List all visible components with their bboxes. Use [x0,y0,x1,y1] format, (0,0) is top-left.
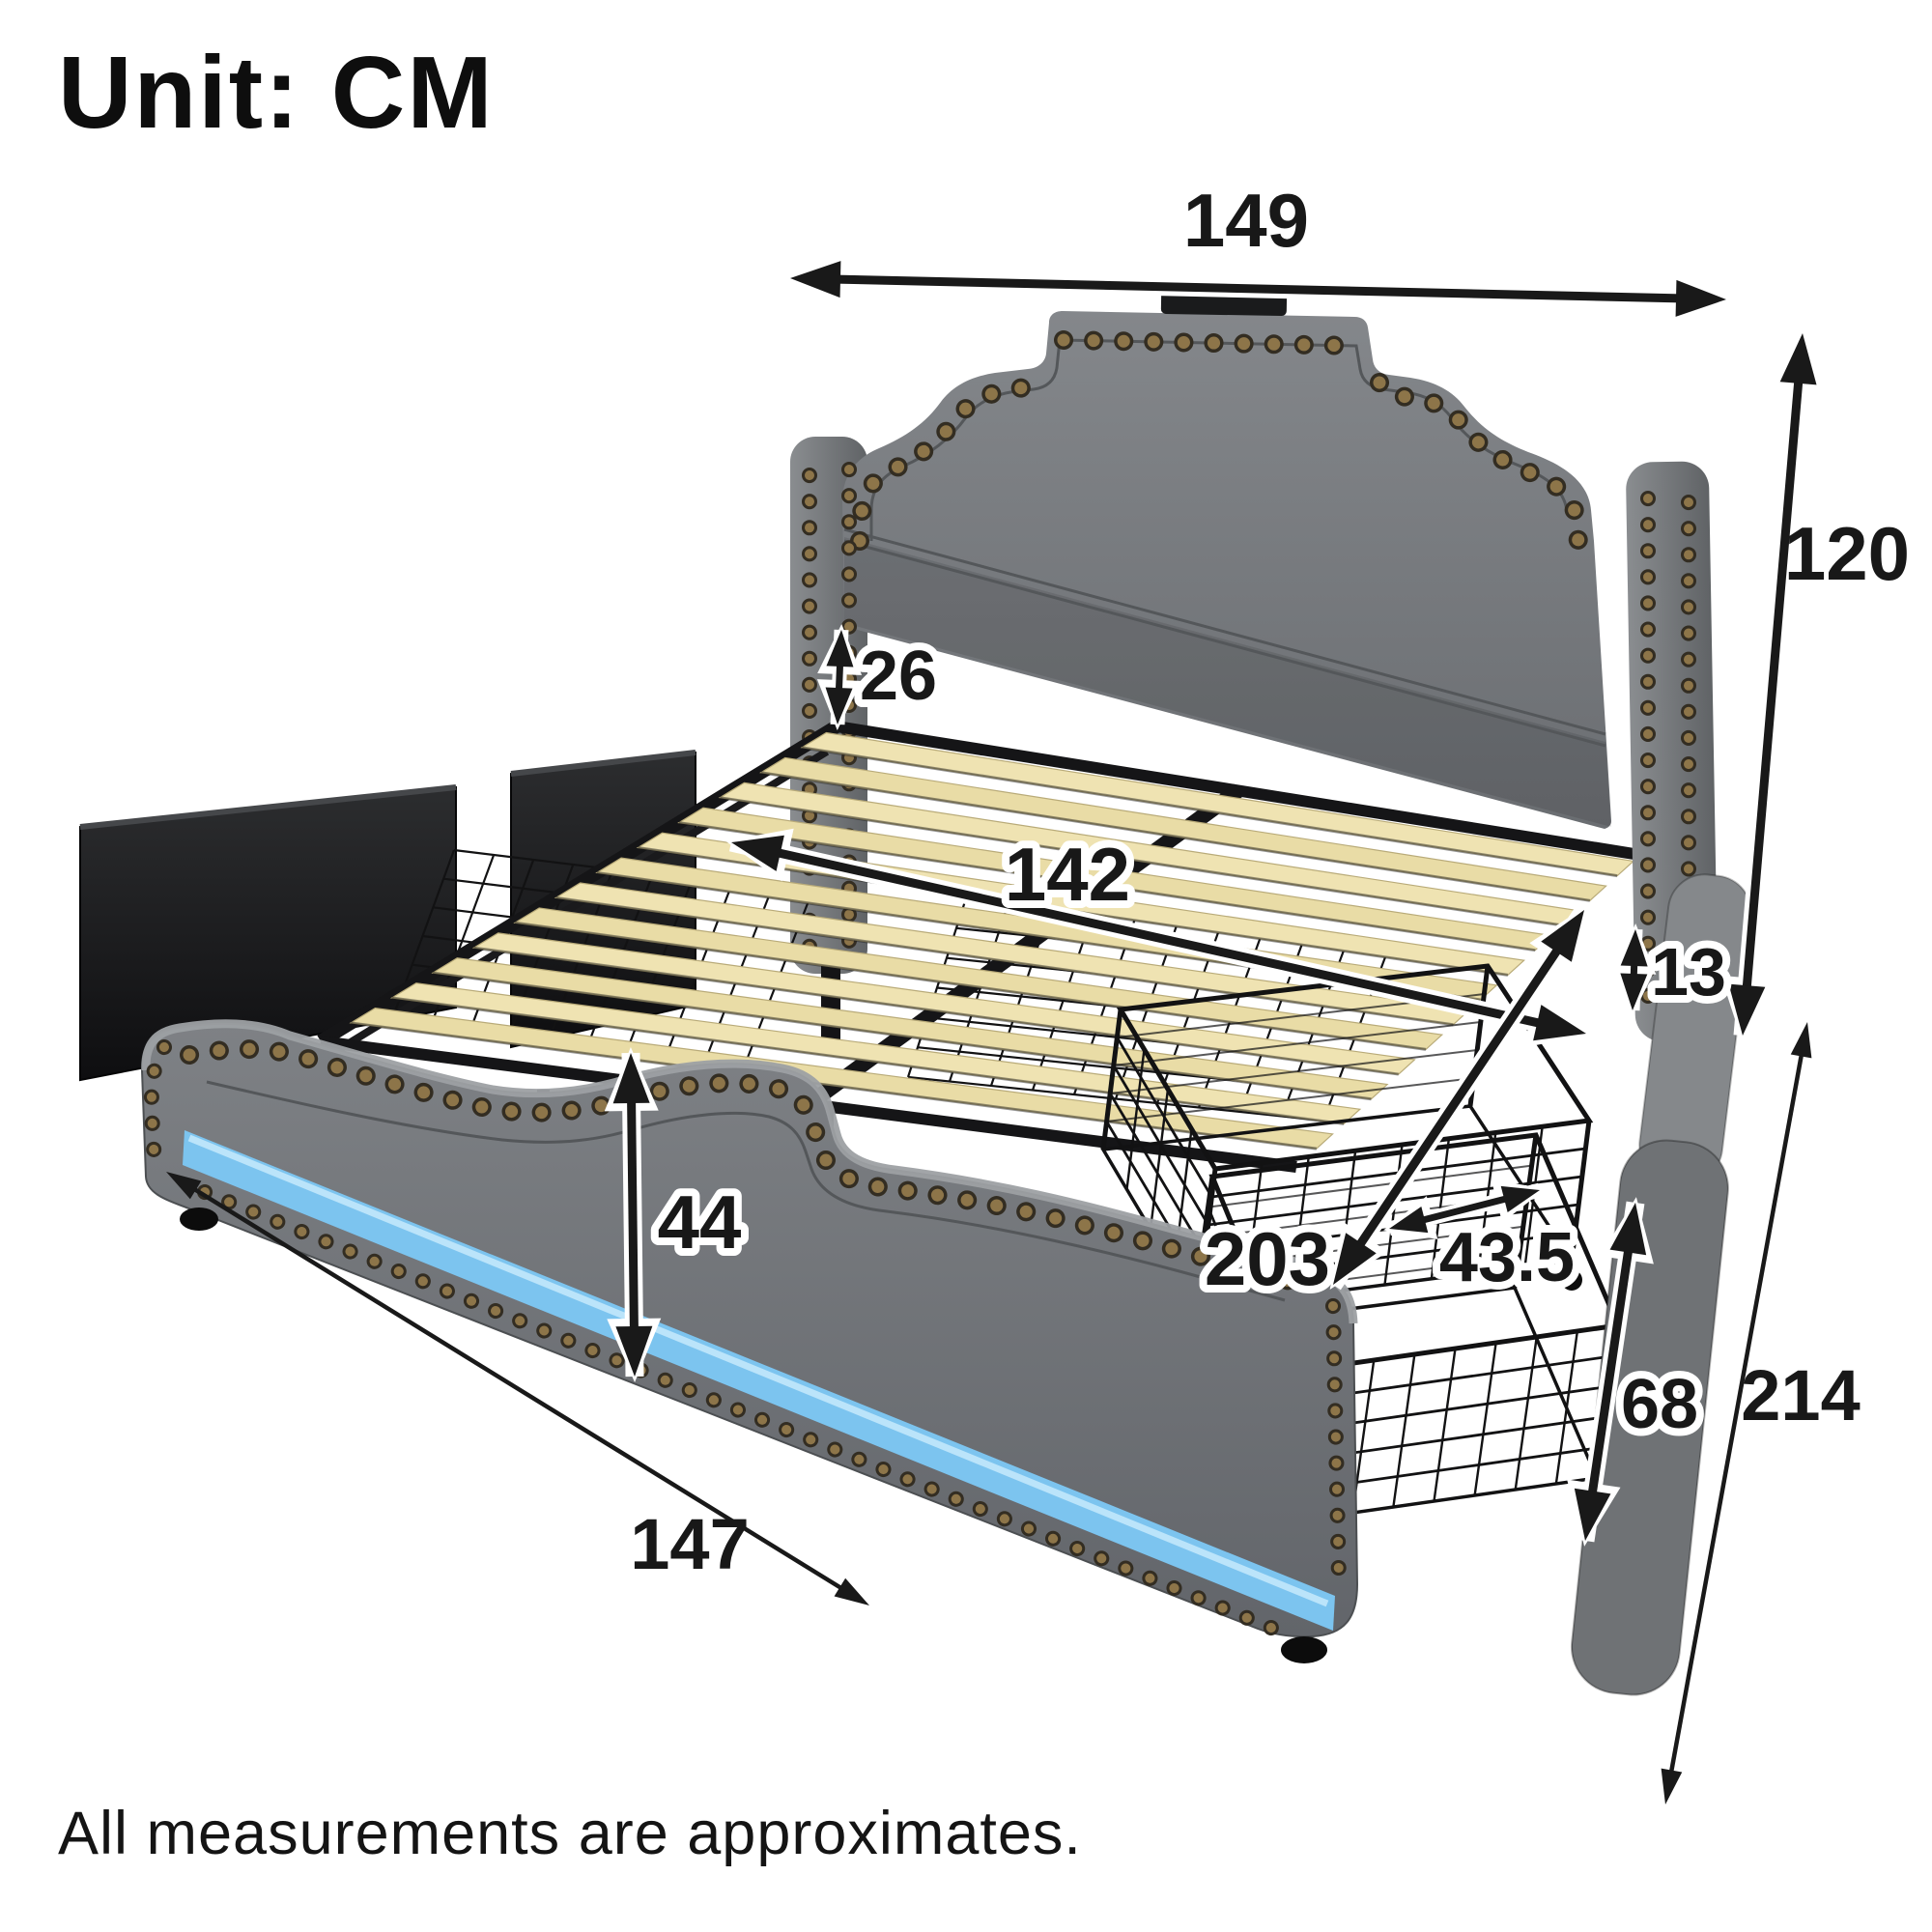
footboard-top-face [141,1019,1358,1324]
left-drawer-front-outer-top-edge [79,784,457,830]
dim-slats-width: 142 [1005,832,1130,917]
dim-headboard-to-slats-gap: 26 [860,638,937,715]
dim-headboard-width: 149 [1183,178,1309,263]
dim-slat-frame-height: 13 [1651,934,1726,1009]
dim-storage-drawer-width: 43.5 [1439,1219,1575,1296]
footboard-right-foot [1281,1636,1327,1663]
dim-headboard-height: 120 [1784,511,1910,596]
footboard-seam [206,1080,1286,1302]
footboard-left-foot [180,1208,218,1231]
dim-storage-drawer-length: 68 [1621,1366,1698,1443]
dim-footboard-width: 147 [630,1504,749,1584]
led-light-strip-highlight [187,1134,1329,1607]
unit-title: Unit: CM [58,36,495,150]
dim-footboard-height: 44 [658,1179,742,1264]
headboard-lower-panel-shade [844,537,1611,827]
left-drawer-front-inner-top-edge [510,750,696,777]
right-drawer-fronts [1570,873,1752,1696]
bed-diagram [79,288,1752,1696]
dim-slats-length: 203 [1205,1216,1330,1301]
headboard-horizontal-seam [843,527,1606,736]
measurements-footnote: All measurements are approximates. [58,1800,1082,1867]
footboard [140,1019,1359,1663]
dim-overall-length: 214 [1741,1355,1860,1435]
dimension-labels: 149 120 26 142 13 44 203 43.5 68 214 147 [630,178,1910,1584]
dimension-arrows [166,252,1825,1804]
headboard-horizontal-seam-2 [843,539,1606,748]
headboard-panel [842,311,1611,829]
